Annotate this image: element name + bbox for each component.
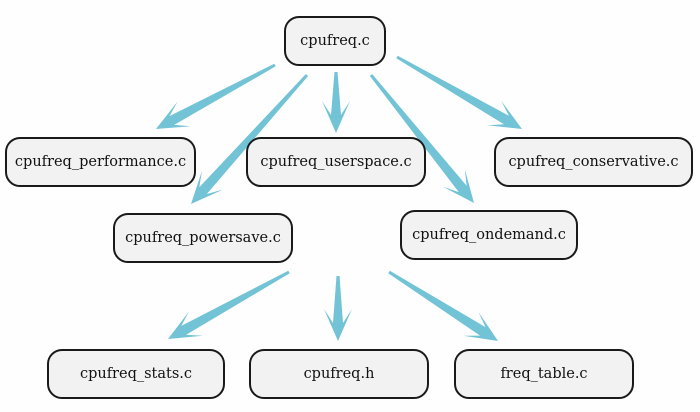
- arrow-cpufreq-c-to-conservative: [396, 55, 522, 130]
- node-cpufreq-ondemand: cpufreq_ondemand.c: [400, 210, 578, 260]
- node-cpufreq-c: cpufreq.c: [284, 16, 386, 66]
- node-cpufreq-performance: cpufreq_performance.c: [5, 137, 196, 187]
- arrow-cpufreq-c-to-performance: [156, 63, 276, 130]
- arrow-cpufreq-c-to-powersave: [191, 74, 309, 204]
- arrow-powersave-to-stats: [168, 270, 290, 339]
- node-cpufreq-conservative: cpufreq_conservative.c: [494, 137, 693, 187]
- node-cpufreq-userspace: cpufreq_userspace.c: [246, 137, 426, 187]
- arrow-cpufreq-c-to-ondemand: [369, 74, 474, 203]
- node-freq-table: freq_table.c: [454, 349, 634, 399]
- arrow-powersave-to-freq-table: [388, 270, 498, 341]
- arrow-powersave-to-header: [324, 276, 352, 341]
- node-cpufreq-stats: cpufreq_stats.c: [47, 349, 225, 399]
- node-cpufreq-h: cpufreq.h: [249, 349, 429, 399]
- arrow-cpufreq-c-to-userspace: [322, 72, 350, 133]
- node-cpufreq-powersave: cpufreq_powersave.c: [113, 213, 293, 263]
